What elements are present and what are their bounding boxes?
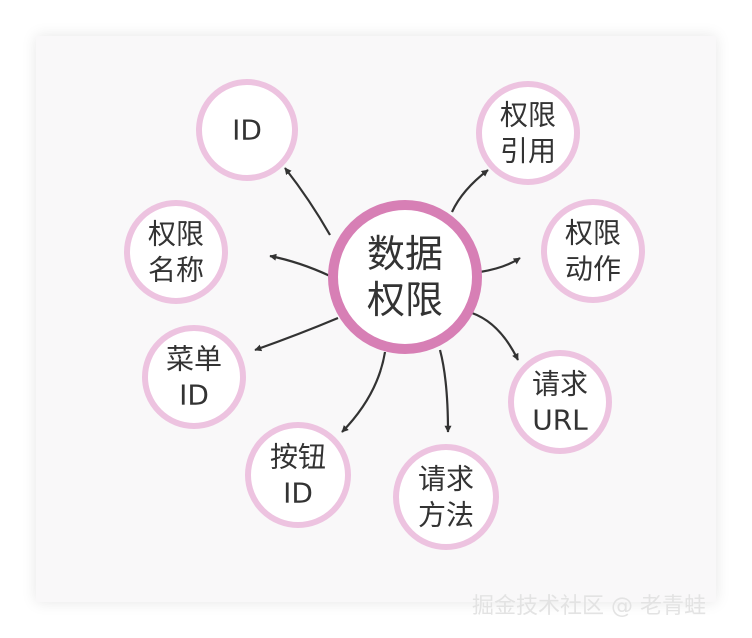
node-4-label-line-1: 权限 (565, 217, 621, 250)
node-1: ID (196, 79, 298, 181)
node-3-label-line-2: 名称 (148, 254, 204, 287)
node-8-label-line-2: 方法 (418, 499, 474, 532)
arrow-to-node-7 (341, 351, 387, 433)
arrow-to-node-1 (284, 167, 331, 236)
node-3-circle (124, 200, 228, 304)
node-4-circle (541, 199, 645, 303)
center-node-label-line-2: 权限 (367, 278, 443, 322)
node-4-label-line-2: 动作 (565, 253, 621, 286)
node-2-label-line-2: 引用 (500, 135, 556, 168)
watermark-text: 掘金技术社区 @ 老青蛙 (472, 594, 706, 619)
node-6-circle (508, 350, 612, 454)
center-node-circle (328, 200, 482, 354)
node-7-circle (245, 422, 351, 528)
node-1-circle (196, 79, 298, 181)
node-1-label-line-1: ID (232, 114, 262, 147)
arrow-to-node-4 (479, 257, 521, 274)
node-8-circle (393, 444, 499, 550)
arrow-to-node-3 (269, 253, 331, 277)
arrow-to-node-8 (438, 349, 452, 433)
arrow-to-node-2 (450, 169, 489, 213)
arrow-to-node-6 (471, 311, 519, 361)
node-6-label-line-1: 请求 (532, 368, 588, 401)
arrow-to-node-5 (254, 316, 339, 352)
node-2-label-line-1: 权限 (500, 99, 556, 132)
node-3-label-line-1: 权限 (148, 218, 204, 251)
node-2-circle (476, 81, 580, 185)
center-node-label-line-1: 数据 (367, 232, 443, 276)
node-8-label-line-1: 请求 (418, 463, 474, 496)
node-5-label-line-2: ID (179, 379, 209, 412)
node-7-label-line-1: 按钮 (270, 441, 326, 474)
node-7-label-line-2: ID (283, 477, 313, 510)
node-5-label-line-1: 菜单 (166, 343, 222, 376)
node-6-label-line-2: URL (532, 404, 588, 437)
node-5-circle (142, 325, 246, 429)
